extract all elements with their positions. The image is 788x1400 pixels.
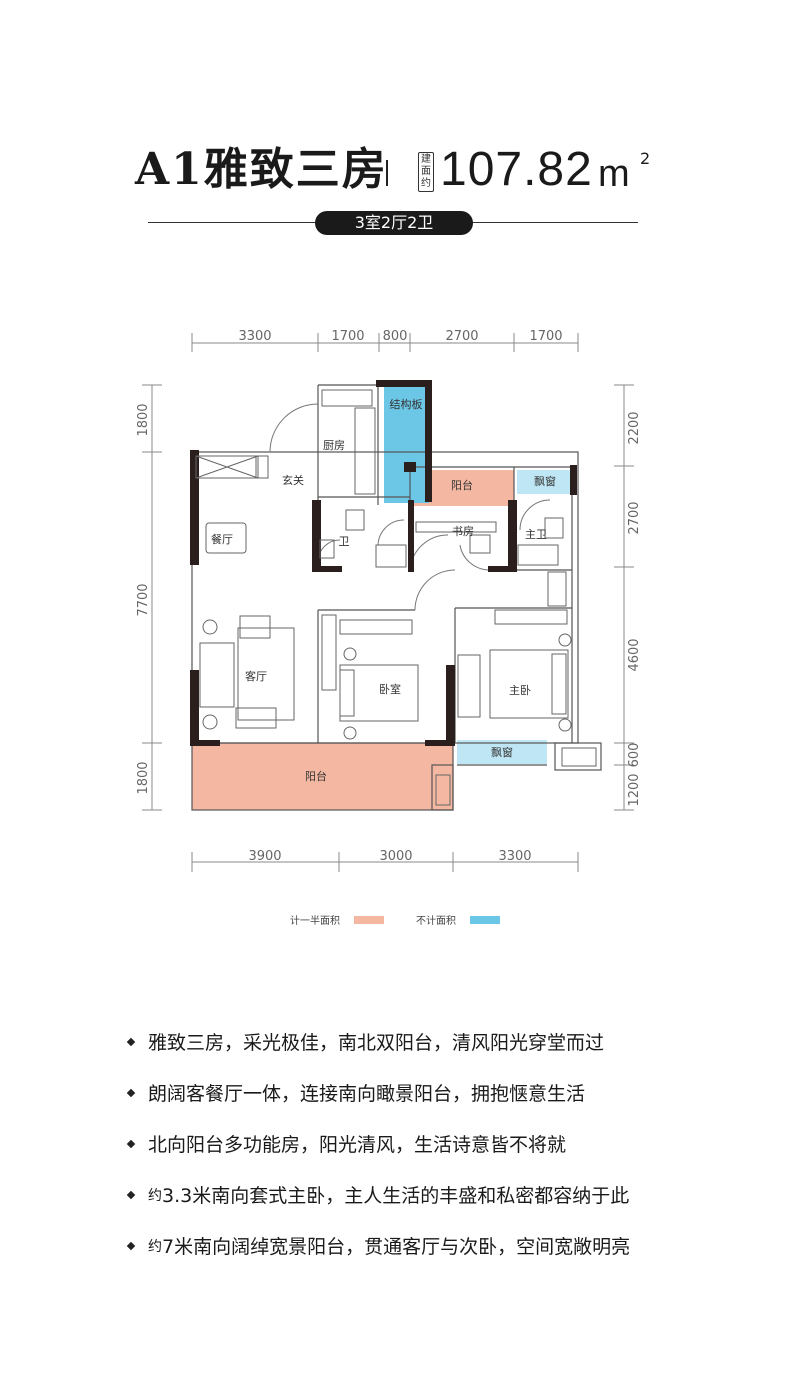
diamond-bullet-icon bbox=[126, 1139, 136, 1148]
diamond-bullet-icon bbox=[126, 1241, 136, 1250]
diamond-bullet-icon bbox=[126, 1037, 136, 1046]
bottom-dim-3: 3300 bbox=[498, 849, 531, 864]
unit-title: A1雅致三房 bbox=[135, 144, 388, 195]
area-unit-superscript: 2 bbox=[640, 149, 651, 168]
area-note: 建面约 bbox=[418, 152, 434, 192]
room-living: 客厅 bbox=[245, 669, 267, 683]
right-dim-2: 2700 bbox=[627, 501, 642, 534]
bottom-dim-2: 3000 bbox=[379, 849, 412, 864]
feature-prefix: 约 bbox=[148, 1238, 162, 1255]
top-dimensions bbox=[191, 333, 579, 352]
room-bay-window-top: 飘窗 bbox=[534, 474, 556, 488]
right-dim-4: 600 bbox=[627, 743, 642, 768]
room-structure-board: 结构板 bbox=[390, 397, 423, 411]
layout-badge: 3室2厅2卫 bbox=[315, 211, 473, 235]
south-balcony-fill bbox=[192, 743, 453, 810]
title-separator bbox=[386, 160, 388, 186]
bottom-dimensions bbox=[191, 852, 579, 872]
structural-walls bbox=[190, 380, 577, 746]
room-north-balcony: 阳台 bbox=[451, 478, 473, 492]
legend-half-area-swatch bbox=[354, 915, 384, 924]
room-kitchen: 厨房 bbox=[323, 439, 345, 452]
left-dim-1: 1800 bbox=[136, 403, 151, 436]
room-master-bedroom: 主卧 bbox=[509, 684, 531, 697]
feature-list: 雅致三房，采光极佳，南北双阳台，清风阳光穿堂而过 朗阔客餐厅一体，连接南向瞰景阳… bbox=[126, 1016, 728, 1271]
feature-text: 3.3米南向套式主卧，主人生活的丰盛和私密都容纳于此 bbox=[162, 1185, 630, 1207]
room-entrance: 玄关 bbox=[282, 473, 304, 487]
room-south-balcony: 阳台 bbox=[305, 769, 327, 783]
right-dimensions bbox=[614, 384, 634, 811]
top-dim-5: 1700 bbox=[529, 329, 562, 344]
feature-item: 约 3.3米南向套式主卧，主人生活的丰盛和私密都容纳于此 bbox=[126, 1169, 728, 1220]
feature-prefix: 约 bbox=[148, 1187, 162, 1204]
room-bedroom: 卧室 bbox=[379, 682, 401, 696]
feature-text: 朗阔客餐厅一体，连接南向瞰景阳台，拥抱惬意生活 bbox=[148, 1083, 586, 1105]
area-value: 107.82 bbox=[440, 143, 593, 196]
legend-half-area: 计一半面积 bbox=[290, 912, 384, 927]
top-dim-4: 2700 bbox=[445, 329, 478, 344]
bay-window-bottom-fill bbox=[457, 740, 547, 764]
room-bay-window-bottom: 飘窗 bbox=[491, 745, 513, 759]
diamond-bullet-icon bbox=[126, 1190, 136, 1199]
feature-item: 朗阔客餐厅一体，连接南向瞰景阳台，拥抱惬意生活 bbox=[126, 1067, 728, 1118]
furniture bbox=[195, 389, 597, 806]
room-study: 书房 bbox=[452, 525, 474, 538]
right-dim-3: 4600 bbox=[627, 638, 642, 671]
structure-board-fill bbox=[384, 385, 429, 503]
feature-item: 雅致三房，采光极佳，南北双阳台，清风阳光穿堂而过 bbox=[126, 1016, 728, 1067]
legend-no-area-swatch bbox=[470, 915, 500, 924]
feature-item: 约 7米南向阔绰宽景阳台，贯通客厅与次卧，空间宽敞明亮 bbox=[126, 1220, 728, 1271]
feature-text: 7米南向阔绰宽景阳台，贯通客厅与次卧，空间宽敞明亮 bbox=[162, 1236, 631, 1258]
top-dim-2: 1700 bbox=[331, 329, 364, 344]
bottom-dim-1: 3900 bbox=[248, 849, 281, 864]
room-bath: 卫 bbox=[339, 535, 350, 548]
feature-text: 北向阳台多功能房，阳光清风，生活诗意皆不将就 bbox=[148, 1134, 567, 1156]
right-dim-5: 1200 bbox=[627, 773, 642, 806]
room-dining: 餐厅 bbox=[211, 532, 233, 546]
area-unit: m bbox=[598, 153, 630, 195]
top-dim-3: 800 bbox=[383, 329, 408, 344]
right-dim-1: 2200 bbox=[627, 411, 642, 444]
feature-item: 北向阳台多功能房，阳光清风，生活诗意皆不将就 bbox=[126, 1118, 728, 1169]
left-dim-2: 7700 bbox=[136, 583, 151, 616]
legend-no-area: 不计面积 bbox=[416, 912, 500, 927]
legend-half-area-label: 计一半面积 bbox=[290, 916, 340, 927]
floor-plan: 3300 1700 800 2700 1700 3900 3000 3300 1… bbox=[136, 329, 642, 872]
left-dimensions bbox=[142, 384, 162, 811]
diamond-bullet-icon bbox=[126, 1088, 136, 1097]
feature-text: 雅致三房，采光极佳，南北双阳台，清风阳光穿堂而过 bbox=[148, 1032, 605, 1054]
top-dim-1: 3300 bbox=[238, 329, 271, 344]
header: A1雅致三房 建面约 107.82 m 2 3室2厅2卫 bbox=[0, 0, 788, 260]
room-master-bath: 主卫 bbox=[525, 528, 547, 541]
left-dim-3: 1800 bbox=[136, 761, 151, 794]
bay-window-top-fill bbox=[517, 470, 572, 494]
legend-no-area-label: 不计面积 bbox=[416, 916, 456, 927]
